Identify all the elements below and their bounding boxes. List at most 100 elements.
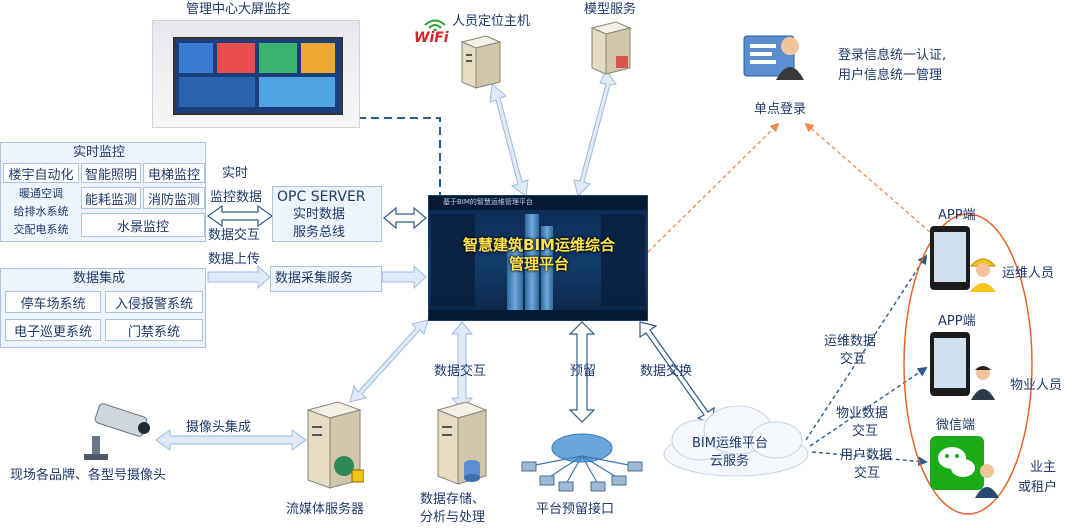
camera-integration-label: 摄像头集成	[186, 420, 252, 435]
realtime-item-building-automation: 楼宇自动化	[3, 163, 79, 183]
storage-label-line2: 分析与处理	[420, 510, 486, 525]
streaming-server-icon	[304, 400, 365, 494]
arrow-collect-platform	[381, 264, 427, 290]
app2-label: APP端	[938, 314, 976, 329]
integration-item-intrusion: 入侵报警系统	[105, 291, 203, 313]
realtime-link-label-3: 数据交互	[208, 228, 261, 243]
wifi-icon	[424, 16, 446, 32]
platform-tower-graphic-2	[541, 226, 553, 310]
camera-graphic	[84, 403, 150, 460]
big-screen-dashed-link	[358, 117, 441, 195]
platform-tower-graphic	[525, 214, 539, 310]
big-screen-monitor-image	[152, 20, 360, 128]
app2-link-label-2: 交互	[852, 424, 879, 439]
cloud-line2: 云服务	[710, 454, 750, 469]
wechat-owner-icon	[974, 462, 1000, 498]
app2-user-label: 物业人员	[1010, 378, 1063, 393]
arrow-camera-streaming	[155, 429, 307, 451]
platform-title: 智慧建筑BIM运维综合管理平台	[463, 236, 615, 273]
collect-service-box: 数据采集服务	[270, 266, 382, 292]
integration-title: 数据集成	[73, 271, 126, 286]
wechat-label: 微信端	[936, 418, 976, 433]
reserved-arrow-label: 预留	[570, 364, 597, 379]
app1-link-label-2: 交互	[840, 352, 867, 367]
realtime-link-label-1: 实时	[222, 166, 249, 181]
integration-item-parking: 停车场系统	[5, 291, 101, 313]
arrow-positioning-platform	[489, 83, 529, 197]
big-screen-display	[173, 37, 343, 115]
arrow-realtime-opc	[206, 204, 274, 228]
positioning-server-icon	[456, 34, 504, 94]
reserved-hub-graphic	[521, 433, 643, 492]
platform-tower-graphic-3	[507, 246, 523, 310]
reserved-label: 平台预留接口	[536, 502, 615, 517]
platform-right-panel	[601, 214, 645, 306]
app2-link-label-1: 物业数据	[836, 406, 889, 421]
camera-label: 现场各品牌、各型号摄像头	[10, 468, 167, 483]
arrow-streaming-platform	[349, 319, 429, 403]
arrow-reserved-platform	[568, 321, 596, 423]
app1-label: APP端	[938, 208, 976, 223]
sso-desc-line1: 登录信息统一认证,	[838, 48, 947, 63]
model-server-icon	[586, 20, 634, 80]
opc-line3: 服务总线	[293, 225, 346, 240]
opc-line2: 实时数据	[293, 207, 346, 222]
realtime-item-waterscape: 水景监控	[81, 213, 205, 237]
data-integration-panel: 数据集成 停车场系统 入侵报警系统 电子巡更系统 门禁系统	[0, 268, 206, 348]
realtime-title: 实时监控	[73, 145, 126, 160]
storage-label-line1: 数据存储、	[420, 492, 486, 507]
integration-upload-label: 数据上传	[208, 252, 261, 267]
integration-item-access: 门禁系统	[105, 319, 203, 341]
big-screen-label: 管理中心大屏监控	[186, 2, 291, 17]
sso-user-card-icon	[742, 26, 806, 82]
app1-link-label-1: 运维数据	[824, 334, 877, 349]
wifi-text: WiFi	[414, 30, 449, 46]
bim-platform-screen: 基于BIM的智慧运维管理平台 智慧建筑BIM运维综合管理平台	[428, 195, 648, 321]
cloud-app1-dashed	[805, 254, 928, 441]
opc-line1: OPC SERVER	[277, 189, 366, 205]
arrow-integration-collect	[207, 264, 271, 290]
platform-topbar: 基于BIM的智慧运维管理平台	[429, 196, 647, 210]
streaming-label: 流媒体服务器	[286, 502, 365, 517]
cloud-wechat-dashed	[811, 451, 928, 467]
cloud-exchange-label: 数据交换	[640, 364, 693, 379]
app1-user-label: 运维人员	[1002, 266, 1055, 281]
app-sso-dashed	[804, 122, 931, 233]
app1-worker-icon	[968, 252, 998, 292]
sso-desc-line2: 用户信息统一管理	[838, 68, 943, 83]
realtime-item-fire: 消防监测	[143, 187, 205, 209]
realtime-item-power: 交配电系统	[13, 223, 69, 236]
realtime-monitoring-panel: 实时监控 楼宇自动化 智能照明 电梯监控 暖通空调 给排水系统 交配电系统 能耗…	[0, 142, 206, 242]
realtime-item-hvac: 暖通空调	[19, 187, 63, 200]
positioning-host-label: 人员定位主机	[452, 14, 531, 29]
realtime-item-elevator: 电梯监控	[143, 163, 205, 183]
platform-sso-dashed	[647, 122, 780, 253]
wechat-user-label-2: 或租户	[1018, 480, 1058, 495]
app1-phone-icon	[930, 226, 970, 290]
sso-label: 单点登录	[754, 102, 807, 117]
app2-staff-icon	[970, 364, 996, 400]
integration-item-patrol: 电子巡更系统	[5, 319, 101, 341]
wechat-link-label-2: 交互	[854, 466, 881, 481]
realtime-item-water: 给排水系统	[13, 205, 69, 218]
arrow-model-platform	[573, 69, 617, 197]
realtime-item-smart-lighting: 智能照明	[81, 163, 141, 183]
cloud-app2-dashed	[809, 366, 928, 447]
realtime-item-energy: 能耗监测	[81, 187, 141, 209]
collect-service-label: 数据采集服务	[275, 271, 354, 286]
wechat-user-label-1: 业主	[1030, 460, 1057, 475]
storage-interaction-label: 数据交互	[434, 364, 487, 379]
wechat-icon	[930, 436, 984, 490]
arrow-opc-platform	[383, 206, 427, 230]
opc-server-box: OPC SERVER 实时数据 服务总线	[272, 186, 382, 242]
clients-ellipse	[903, 213, 1033, 515]
platform-left-panel	[431, 214, 475, 306]
storage-server-icon	[434, 400, 490, 490]
app2-phone-icon	[930, 332, 970, 396]
platform-footer	[429, 310, 647, 320]
cloud-shape	[663, 405, 809, 477]
platform-topbar-text: 基于BIM的智慧运维管理平台	[443, 198, 533, 206]
model-service-label: 模型服务	[584, 2, 637, 17]
wechat-link-label-1: 用户数据	[840, 448, 893, 463]
